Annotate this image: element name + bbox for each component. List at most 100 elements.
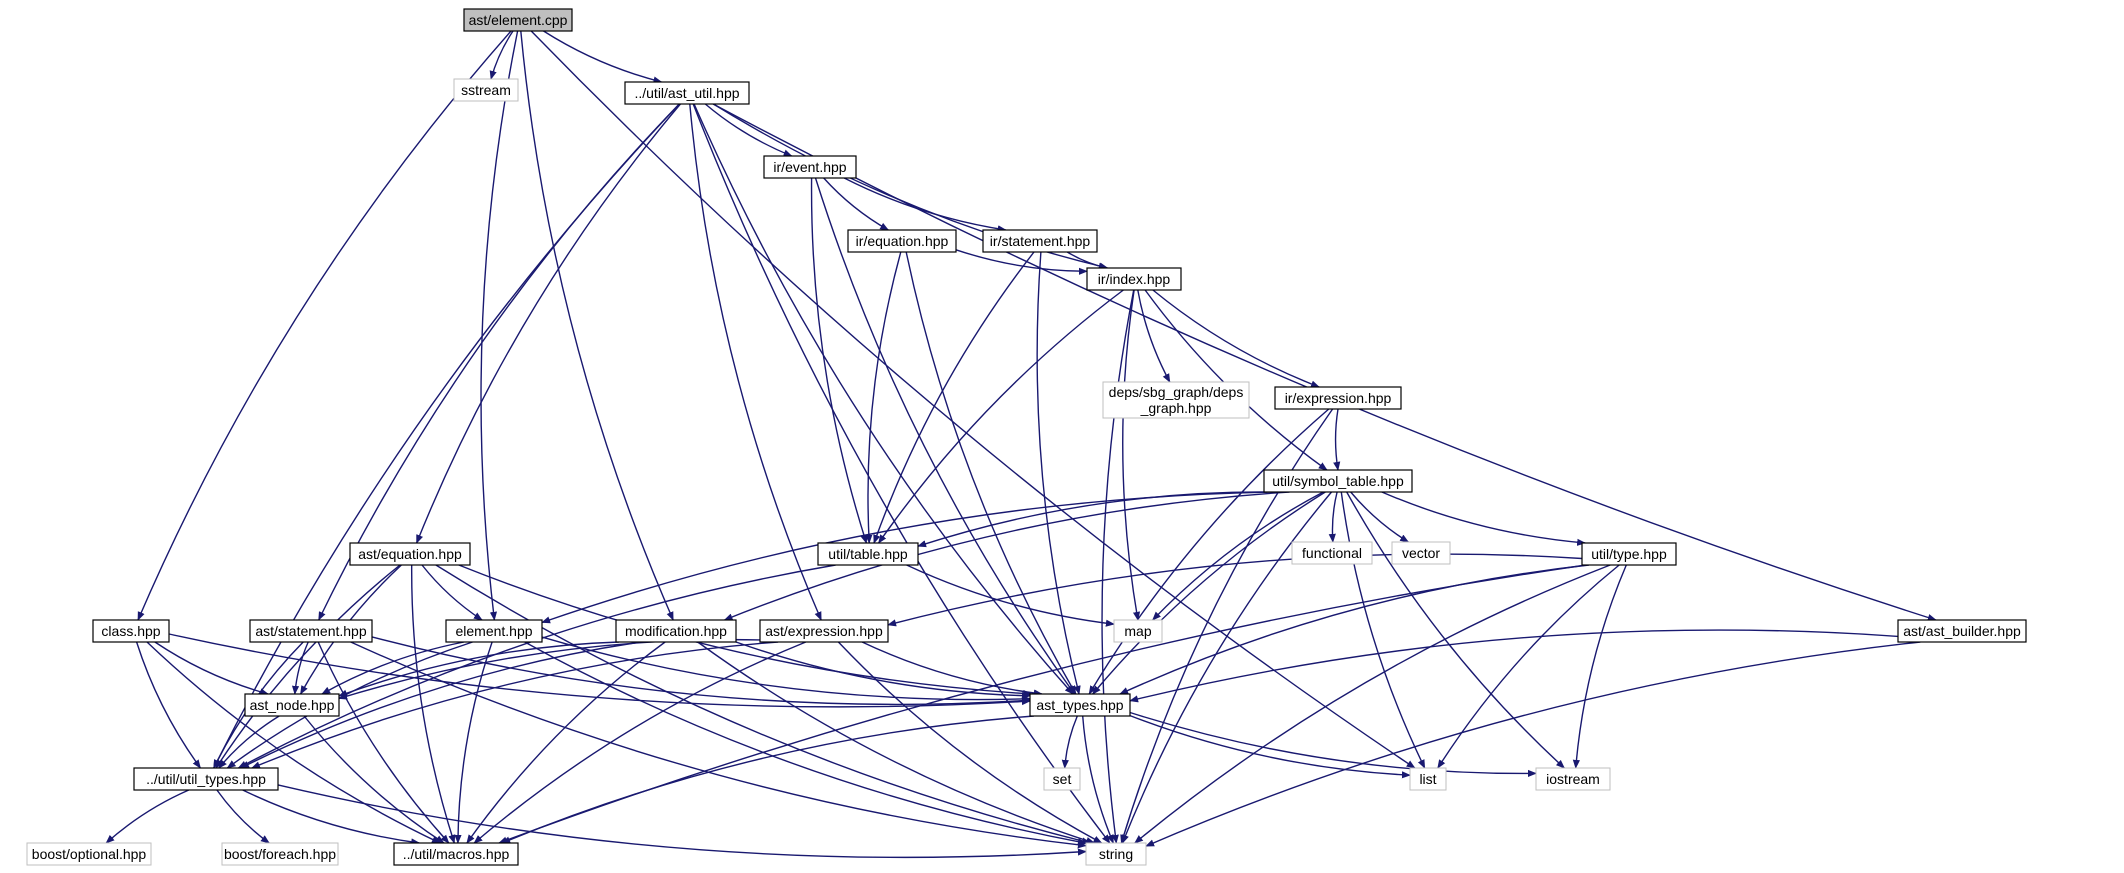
node-label: util/table.hpp <box>828 546 908 562</box>
node-ir-statement[interactable]: ir/statement.hpp <box>982 229 1098 253</box>
edge-ir_event-to-ast_types <box>814 177 1076 695</box>
edge-util_type-to-string <box>1134 564 1611 844</box>
edge-util_types-to-boost_optional <box>105 789 190 844</box>
edge-ast_util-to-ast_expression <box>689 103 822 621</box>
node-label: list <box>1419 771 1436 787</box>
node-ast-types[interactable]: ast_types.hpp <box>1029 693 1131 717</box>
node-box <box>1391 541 1451 565</box>
edge-element_hpp-to-ast_node <box>321 641 465 695</box>
edge-symbol_table-to-util_type <box>1381 491 1587 546</box>
edge-ast_util-to-util_types <box>213 103 680 769</box>
edge-ast_util-to-string <box>692 103 1111 844</box>
node-label: boost/optional.hpp <box>32 846 147 862</box>
node-ir-index[interactable]: ir/index.hpp <box>1086 267 1182 291</box>
edge-ast_builder-to-ast_types <box>1129 629 1899 703</box>
node-ir-expression[interactable]: ir/expression.hpp <box>1274 386 1402 410</box>
node-label: ../util/ast_util.hpp <box>634 85 739 101</box>
node-label: util/symbol_table.hpp <box>1272 473 1404 489</box>
node-label: ir/expression.hpp <box>1285 390 1392 406</box>
node-label: ast/expression.hpp <box>765 623 883 639</box>
node-string: string <box>1085 842 1147 866</box>
edge-symbol_table-to-map <box>1152 491 1324 621</box>
edge-util_type-to-list <box>1437 564 1620 769</box>
node-box <box>759 619 889 643</box>
node-ast-util[interactable]: ../util/ast_util.hpp <box>624 81 750 105</box>
edge-ir_index-to-symbol_table <box>1144 289 1328 471</box>
node-label: element.hpp <box>455 623 532 639</box>
edge-util_table-to-util_types <box>237 564 836 769</box>
node-boost-optional: boost/optional.hpp <box>26 842 152 866</box>
node-label: ast/element.cpp <box>469 12 568 28</box>
edge-symbol_table-to-list <box>1340 491 1426 769</box>
edge-ast_util-to-ir_event <box>704 103 793 157</box>
node-box <box>817 542 919 566</box>
edge-ast_statement-to-macros <box>317 641 450 844</box>
edge-util_type-to-ast_types <box>1119 564 1590 695</box>
node-element-cpp[interactable]: ast/element.cpp <box>463 8 573 32</box>
node-functional: functional <box>1291 541 1373 565</box>
edge-ir_index-to-ir_expression <box>1152 289 1320 388</box>
edge-symbol_table-to-string <box>1121 491 1333 844</box>
edge-element_cpp-to-ast_util <box>543 30 663 84</box>
node-util-types[interactable]: ../util/util_types.hpp <box>133 767 279 791</box>
node-label: sstream <box>461 82 511 98</box>
node-box <box>624 81 750 105</box>
edge-ast_types-to-set <box>1061 715 1078 769</box>
edge-ir_event-to-ir_statement <box>843 177 1007 233</box>
edge-ast_expression-to-macros <box>473 641 807 844</box>
node-label: util/type.hpp <box>1591 546 1667 562</box>
edge-ast_equation-to-ast_types <box>458 564 1033 698</box>
edge-ast_expression-to-ast_types <box>861 641 1043 697</box>
node-box <box>1581 542 1677 566</box>
node-box <box>445 619 543 643</box>
node-label: ../util/macros.hpp <box>403 846 510 862</box>
edge-ast_builder-to-string <box>1145 641 1921 847</box>
node-util-type[interactable]: util/type.hpp <box>1581 542 1677 566</box>
node-macros[interactable]: ../util/macros.hpp <box>393 842 519 866</box>
edges <box>105 30 1937 859</box>
node-box <box>133 767 279 791</box>
node-box <box>763 155 857 179</box>
node-label: map <box>1124 623 1151 639</box>
edge-util_type-to-iostream <box>1572 564 1627 769</box>
node-box <box>982 229 1098 253</box>
edge-ast_types-to-iostream <box>1129 711 1537 778</box>
edge-symbol_table-to-functional <box>1328 491 1338 543</box>
node-element-hpp[interactable]: element.hpp <box>445 619 543 643</box>
node-ast-node[interactable]: ast_node.hpp <box>244 693 340 717</box>
edge-ir_equation-to-ir_index <box>955 249 1088 275</box>
node-ir-equation[interactable]: ir/equation.hpp <box>847 229 957 253</box>
node-symbol-table[interactable]: util/symbol_table.hpp <box>1263 469 1413 493</box>
node-modification[interactable]: modification.hpp <box>615 619 737 643</box>
node-box <box>393 842 519 866</box>
edge-element_cpp-to-class_hpp <box>137 30 512 621</box>
node-box <box>1086 267 1182 291</box>
edge-ir_event-to-ir_equation <box>823 177 890 231</box>
edge-ir_event-to-util_table <box>810 177 868 544</box>
edge-ast_types-to-list <box>1129 714 1411 779</box>
edge-ast_node-to-util_types <box>218 715 280 769</box>
node-box <box>1113 619 1163 643</box>
node-box <box>249 619 373 643</box>
node-label: set <box>1053 771 1072 787</box>
edge-ir_statement-to-ir_index <box>1066 251 1108 270</box>
edge-class_hpp-to-ast_node <box>154 641 269 696</box>
node-ast-builder[interactable]: ast/ast_builder.hpp <box>1897 619 2027 643</box>
node-util-table[interactable]: util/table.hpp <box>817 542 919 566</box>
node-class-hpp[interactable]: class.hpp <box>92 619 170 643</box>
node-ast-expression[interactable]: ast/expression.hpp <box>759 619 889 643</box>
node-box <box>1043 767 1081 791</box>
node-box <box>847 229 957 253</box>
edge-ir_expression-to-ast_types <box>1088 408 1330 695</box>
edge-element_hpp-to-string <box>524 641 1087 846</box>
node-ast-statement[interactable]: ast/statement.hpp <box>249 619 373 643</box>
edge-element_cpp-to-element_hpp <box>480 30 519 621</box>
node-label: string <box>1099 846 1133 862</box>
node-label: iostream <box>1546 771 1600 787</box>
edge-element_cpp-to-modification <box>520 30 674 621</box>
edge-element_hpp-to-macros <box>454 641 493 844</box>
node-ast-equation[interactable]: ast/equation.hpp <box>349 542 471 566</box>
node-label: ir/equation.hpp <box>856 233 949 249</box>
node-ir-event[interactable]: ir/event.hpp <box>763 155 857 179</box>
node-label: ast_types.hpp <box>1036 697 1123 713</box>
